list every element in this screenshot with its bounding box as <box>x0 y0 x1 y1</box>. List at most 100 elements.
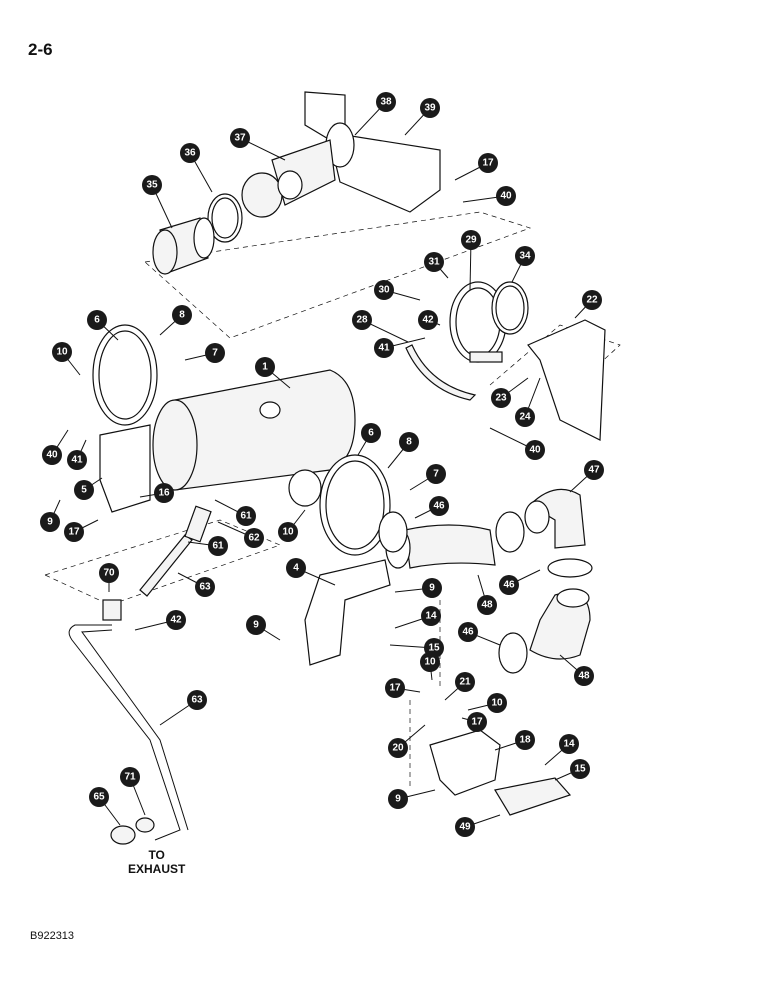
callout-circle <box>426 464 446 484</box>
callout-number: 21 <box>459 677 471 688</box>
callout-number: 71 <box>124 772 136 783</box>
callout-circle <box>89 787 109 807</box>
callout-10: 10 <box>420 652 440 672</box>
callout-number: 61 <box>240 511 252 522</box>
callout-number: 20 <box>392 743 404 754</box>
callout-number: 6 <box>368 428 374 439</box>
callout-number: 40 <box>46 450 58 461</box>
intake-hood <box>304 91 441 213</box>
callout-6: 6 <box>361 423 381 443</box>
callout-61: 61 <box>208 536 228 556</box>
page-number: 2-6 <box>28 40 53 59</box>
callout-37: 37 <box>230 128 250 148</box>
callout-21: 21 <box>455 672 475 692</box>
callout-38: 38 <box>376 92 396 112</box>
callout-number: 28 <box>356 315 368 326</box>
callout-number: 24 <box>519 412 531 423</box>
callout-63: 63 <box>187 690 207 710</box>
elbow-47 <box>524 488 586 549</box>
callout-circle <box>399 432 419 452</box>
callout-number: 48 <box>481 600 493 611</box>
callout-circle <box>420 652 440 672</box>
callout-24: 24 <box>515 407 535 427</box>
callout-61: 61 <box>236 506 256 526</box>
callout-46: 46 <box>458 622 478 642</box>
callout-39: 39 <box>420 98 440 118</box>
callout-70: 70 <box>99 563 119 583</box>
callout-number: 40 <box>529 445 541 456</box>
callout-48: 48 <box>477 595 497 615</box>
callout-circle <box>172 305 192 325</box>
callout-1: 1 <box>255 357 275 377</box>
callout-number: 31 <box>428 257 440 268</box>
callout-number: 35 <box>146 180 158 191</box>
callout-10: 10 <box>52 342 72 362</box>
ring-34 <box>491 281 529 335</box>
callout-16: 16 <box>154 483 174 503</box>
callout-number: 42 <box>170 615 182 626</box>
callout-circle <box>515 730 535 750</box>
callout-circle <box>246 615 266 635</box>
callout-circle <box>74 480 94 500</box>
callout-22: 22 <box>582 290 602 310</box>
callout-42: 42 <box>418 310 438 330</box>
callout-number: 14 <box>425 611 437 622</box>
callout-number: 30 <box>378 285 390 296</box>
callout-circle <box>478 153 498 173</box>
exhaust-label: TO EXHAUST <box>128 848 185 876</box>
callout-number: 15 <box>428 643 440 654</box>
callout-number: 9 <box>395 794 401 805</box>
callout-47: 47 <box>584 460 604 480</box>
callout-circle <box>499 575 519 595</box>
callout-9: 9 <box>246 615 266 635</box>
callout-18: 18 <box>515 730 535 750</box>
callout-number: 41 <box>71 455 83 466</box>
bracket-4 <box>304 559 391 666</box>
callout-circle <box>584 460 604 480</box>
callout-circle <box>455 672 475 692</box>
callout-number: 17 <box>482 158 494 169</box>
callout-circle <box>515 246 535 266</box>
callout-number: 10 <box>424 657 436 668</box>
callout-48: 48 <box>574 666 594 686</box>
callout-number: 39 <box>424 103 436 114</box>
callout-number: 5 <box>81 485 87 496</box>
clamp-46c <box>547 558 593 578</box>
callout-46: 46 <box>499 575 519 595</box>
callout-17: 17 <box>467 712 487 732</box>
callout-circle <box>255 357 275 377</box>
callout-circle <box>424 252 444 272</box>
callout-8: 8 <box>172 305 192 325</box>
callout-circle <box>388 789 408 809</box>
callout-number: 63 <box>199 582 211 593</box>
callout-71: 71 <box>120 767 140 787</box>
callout-circle <box>515 407 535 427</box>
shield-49 <box>494 777 572 816</box>
callout-number: 8 <box>179 310 185 321</box>
callout-42: 42 <box>166 610 186 630</box>
callout-circle <box>180 143 200 163</box>
callout-circle <box>376 92 396 112</box>
callout-62: 62 <box>244 528 264 548</box>
callout-circle <box>420 98 440 118</box>
callout-number: 37 <box>234 133 246 144</box>
callout-circle <box>458 622 478 642</box>
callout-40: 40 <box>525 440 545 460</box>
callout-circle <box>67 450 87 470</box>
callout-41: 41 <box>67 450 87 470</box>
callout-number: 40 <box>500 191 512 202</box>
callout-40: 40 <box>42 445 62 465</box>
callout-65: 65 <box>89 787 109 807</box>
callout-number: 49 <box>459 822 471 833</box>
callout-41: 41 <box>374 338 394 358</box>
callout-circle <box>467 712 487 732</box>
callout-5: 5 <box>74 480 94 500</box>
callout-number: 7 <box>433 469 439 480</box>
callout-circle <box>570 759 590 779</box>
callout-circle <box>429 496 449 516</box>
callout-20: 20 <box>388 738 408 758</box>
callout-number: 17 <box>471 717 483 728</box>
callout-circle <box>278 522 298 542</box>
callout-number: 15 <box>574 764 586 775</box>
callout-circle <box>491 388 511 408</box>
